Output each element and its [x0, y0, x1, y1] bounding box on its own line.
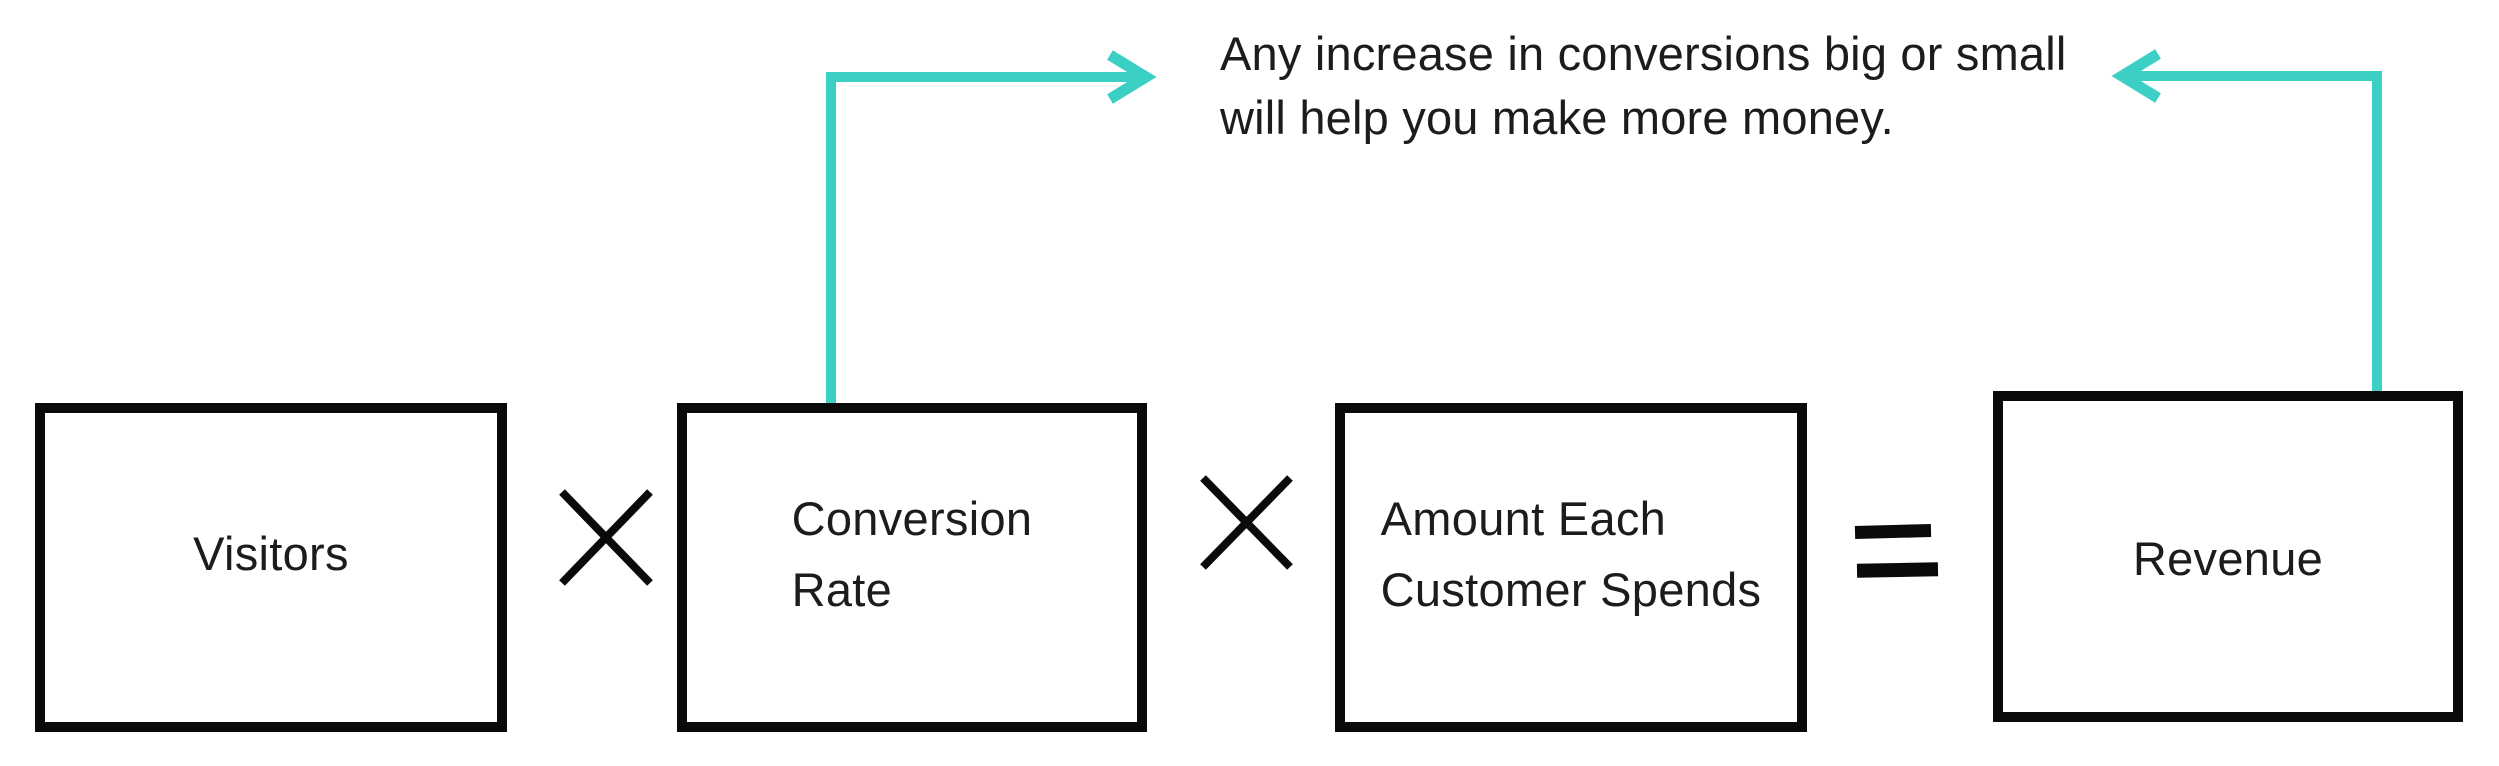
- revenue-box: Revenue: [1993, 391, 2463, 722]
- multiply-icon: [1200, 475, 1293, 570]
- conversion-rate-label: Conversion Rate: [791, 491, 1033, 616]
- conversion-rate-box: Conversion Rate: [677, 403, 1147, 732]
- annotation-text: Any increase in conversions big or small…: [1220, 27, 2067, 144]
- arrow-annotation-to-revenue-icon: [2111, 49, 2382, 400]
- arrow-conversion-to-annotation-icon: [826, 50, 1157, 410]
- multiply-icon: [559, 489, 653, 586]
- visitors-box: Visitors: [35, 403, 507, 732]
- amount-each-customer-spends-label: Amount Each Customer Spends: [1380, 491, 1762, 616]
- equals-icon: [1854, 524, 1939, 578]
- visitors-label: Visitors: [193, 527, 349, 580]
- revenue-label: Revenue: [2132, 532, 2324, 585]
- amount-each-customer-spends-box: Amount Each Customer Spends: [1335, 403, 1807, 732]
